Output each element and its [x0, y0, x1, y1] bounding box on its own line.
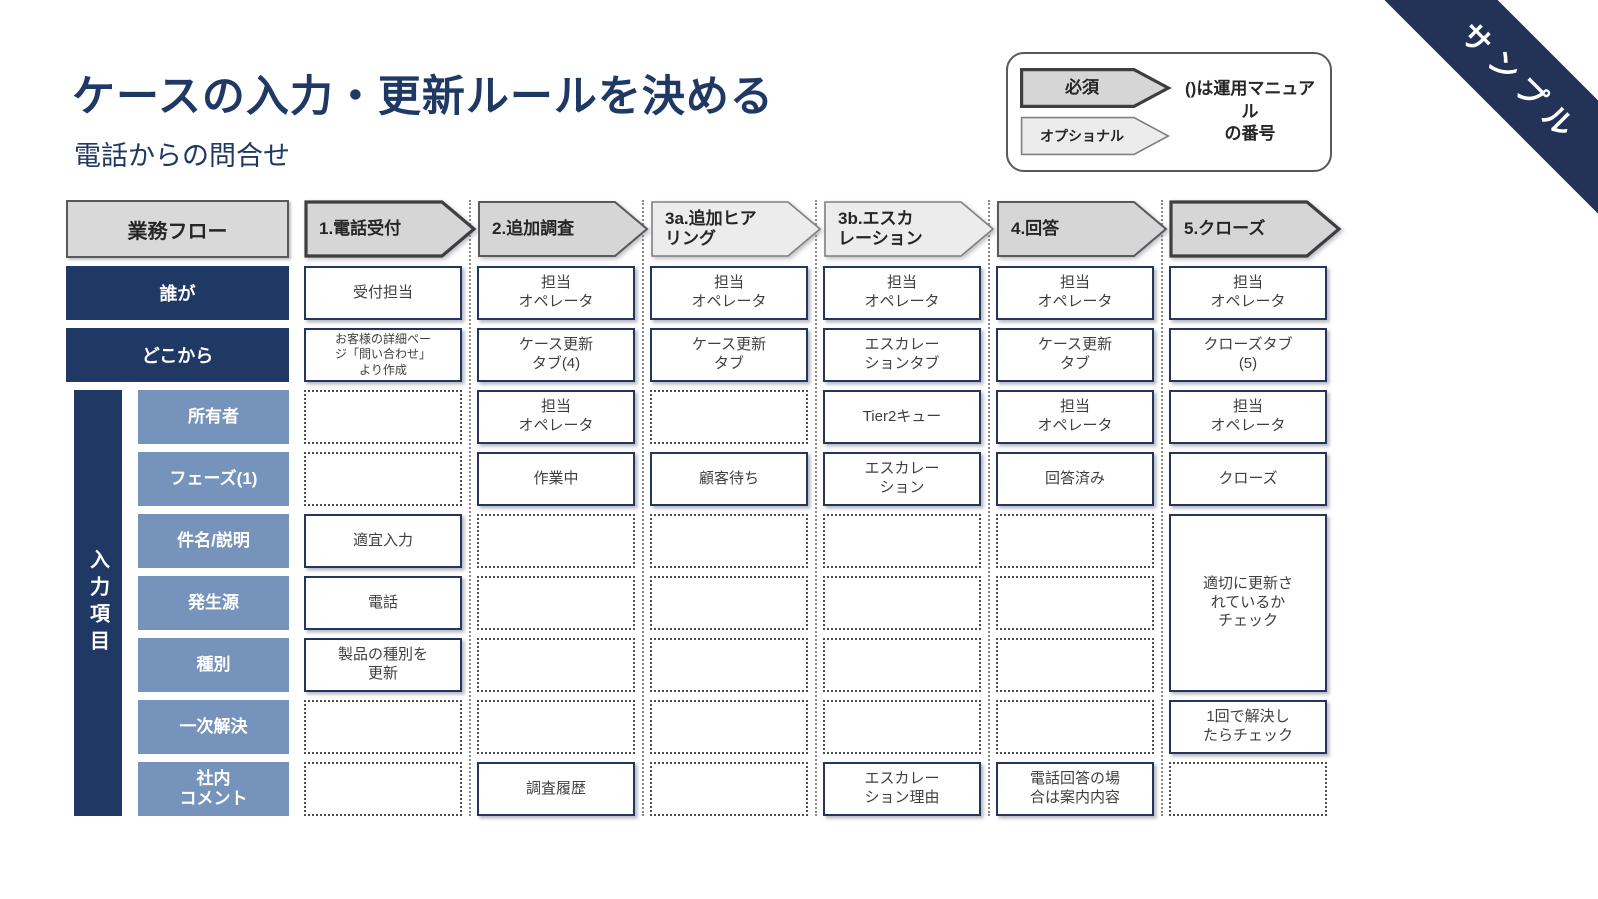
cell-from-step5: クローズタブ (5) [1169, 328, 1327, 382]
cell-comment-step3a-empty [650, 762, 808, 816]
cell-close-check-merged: 適切に更新さ れているか チェック [1169, 514, 1327, 692]
cell-type-step4-empty [996, 638, 1154, 692]
legend-optional-arrow: オプショナル [1020, 116, 1171, 156]
cell-source-step4-empty [996, 576, 1154, 630]
cell-who-step3b: 担当 オペレータ [823, 266, 981, 320]
cell-who-step2: 担当 オペレータ [477, 266, 635, 320]
cell-first-step4-empty [996, 700, 1154, 754]
cell-source-step2-empty [477, 576, 635, 630]
cell-subject-step4-empty [996, 514, 1154, 568]
row-label-phase: フェーズ(1) [138, 452, 289, 506]
sample-ribbon-label: サンプル [1453, 17, 1587, 151]
cell-from-step4: ケース更新 タブ [996, 328, 1154, 382]
step-3b-escalation: 3b.エスカ レーション [823, 200, 995, 258]
page-subtitle: 電話からの問合せ [74, 141, 290, 171]
step-3a-additional-hearing: 3a.追加ヒア リング [650, 200, 822, 258]
cell-comment-step3b: エスカレー ション理由 [823, 762, 981, 816]
legend-optional-label: オプショナル [1040, 127, 1124, 144]
row-label-internal-comment: 社内 コメント [138, 762, 289, 816]
process-matrix: 入力項目 業務フロー 1.電話受付 2.追加調査 3a.追加ヒア リング 3b.… [66, 200, 1342, 816]
cell-who-step4: 担当 オペレータ [996, 266, 1154, 320]
step-5-close: 5.クローズ [1169, 200, 1342, 258]
step-2-investigation: 2.追加調査 [477, 200, 649, 258]
cell-phase-step2: 作業中 [477, 452, 635, 506]
input-items-label: 入力項目 [86, 549, 109, 657]
legend-box: 必須 オプショナル ()は運用マニュアル の番号 [1006, 52, 1332, 172]
cell-owner-step3b: Tier2キュー [823, 390, 981, 444]
legend-required-label: 必須 [1065, 78, 1099, 98]
cell-comment-step4: 電話回答の場 合は案内内容 [996, 762, 1154, 816]
cell-who-step3a: 担当 オペレータ [650, 266, 808, 320]
cell-type-step2-empty [477, 638, 635, 692]
cell-who-step5: 担当 オペレータ [1169, 266, 1327, 320]
legend-required-arrow: 必須 [1020, 68, 1172, 108]
cell-subject-step2-empty [477, 514, 635, 568]
column-separator [642, 200, 644, 816]
legend-shapes: 必須 オプショナル [1020, 68, 1176, 156]
cell-phase-step1-empty [304, 452, 462, 506]
cell-comment-step5-empty [1169, 762, 1327, 816]
legend-note: ()は運用マニュアル の番号 [1185, 78, 1315, 144]
arrow-shape-icon [1020, 116, 1171, 156]
input-items-sidebar: 入力項目 [74, 390, 122, 816]
arrow-shape-icon [997, 201, 1168, 257]
arrow-shape-icon [1169, 200, 1342, 258]
cell-source-step3a-empty [650, 576, 808, 630]
cell-first-step5: 1回で解決し たらチェック [1169, 700, 1327, 754]
arrow-shape-icon [304, 200, 477, 258]
cell-owner-step4: 担当 オペレータ [996, 390, 1154, 444]
cell-owner-step2: 担当 オペレータ [477, 390, 635, 444]
cell-type-step1: 製品の種別を 更新 [304, 638, 462, 692]
cell-first-step1-empty [304, 700, 462, 754]
cell-source-step1: 電話 [304, 576, 462, 630]
flow-header: 業務フロー [66, 200, 289, 258]
cell-subject-step1: 適宜入力 [304, 514, 462, 568]
cell-phase-step3b: エスカレー ション [823, 452, 981, 506]
step-4-answer: 4.回答 [996, 200, 1168, 258]
cell-comment-step1-empty [304, 762, 462, 816]
row-label-first-resolution: 一次解決 [138, 700, 289, 754]
sample-ribbon: サンプル [1349, 0, 1598, 248]
cell-from-step3b: エスカレー ションタブ [823, 328, 981, 382]
row-label-from: どこから [66, 328, 289, 382]
cell-phase-step4: 回答済み [996, 452, 1154, 506]
arrow-shape-icon [478, 201, 649, 257]
page-title: ケースの入力・更新ルールを決める [72, 73, 774, 121]
column-separator [1161, 200, 1163, 816]
row-label-who: 誰が [66, 266, 289, 320]
column-separator [469, 200, 471, 816]
cell-type-step3a-empty [650, 638, 808, 692]
cell-from-step2: ケース更新 タブ(4) [477, 328, 635, 382]
row-label-type: 種別 [138, 638, 289, 692]
cell-owner-step1-empty [304, 390, 462, 444]
arrow-shape-icon [1020, 68, 1172, 108]
cell-from-step1: お客様の詳細ペー ジ「問い合わせ」 より作成 [304, 328, 462, 382]
cell-subject-step3a-empty [650, 514, 808, 568]
cell-type-step3b-empty [823, 638, 981, 692]
column-separator [815, 200, 817, 816]
cell-first-step3b-empty [823, 700, 981, 754]
cell-owner-step5: 担当 オペレータ [1169, 390, 1327, 444]
arrow-shape-icon [824, 201, 995, 257]
row-label-subject: 件名/説明 [138, 514, 289, 568]
step-1-phone-reception: 1.電話受付 [304, 200, 477, 258]
cell-comment-step2: 調査履歴 [477, 762, 635, 816]
cell-from-step3a: ケース更新 タブ [650, 328, 808, 382]
column-separator [988, 200, 990, 816]
row-label-owner: 所有者 [138, 390, 289, 444]
cell-phase-step3a: 顧客待ち [650, 452, 808, 506]
cell-who-step1: 受付担当 [304, 266, 462, 320]
cell-source-step3b-empty [823, 576, 981, 630]
cell-subject-step3b-empty [823, 514, 981, 568]
cell-phase-step5: クローズ [1169, 452, 1327, 506]
cell-owner-step3a-empty [650, 390, 808, 444]
row-label-source: 発生源 [138, 576, 289, 630]
cell-first-step2-empty [477, 700, 635, 754]
cell-first-step3a-empty [650, 700, 808, 754]
arrow-shape-icon [651, 201, 822, 257]
